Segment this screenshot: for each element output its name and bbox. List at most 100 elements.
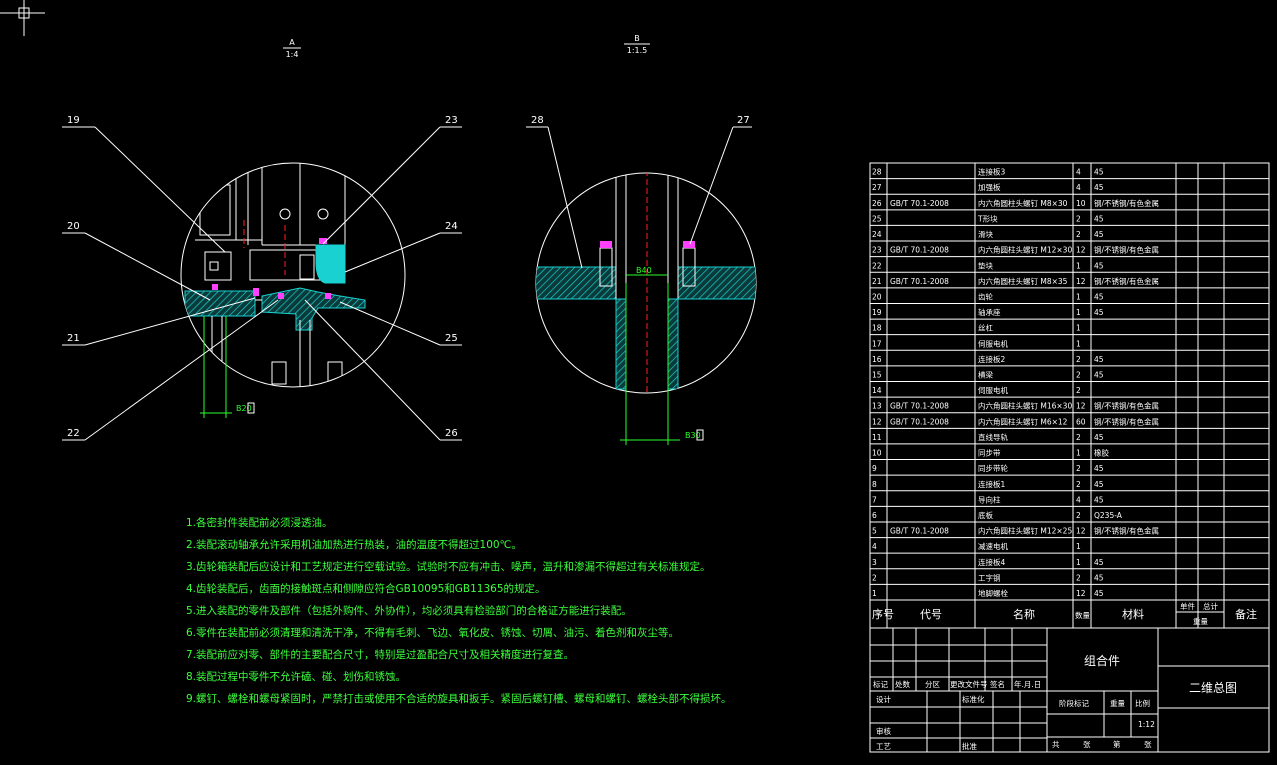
- svg-text:21: 21: [67, 333, 80, 344]
- bom-cell-no: 19: [872, 308, 882, 317]
- bom-cell-no: 11: [872, 433, 882, 442]
- svg-text:28: 28: [531, 115, 544, 126]
- svg-text:共: 共: [1052, 740, 1060, 749]
- bom-cell-name: 轴承座: [978, 307, 1001, 317]
- dimension-label-a: B20: [236, 404, 252, 413]
- bom-cell-qty: 2: [1076, 230, 1081, 239]
- svg-text:名称: 名称: [1013, 607, 1035, 621]
- bom-cell-mat: Q235-A: [1094, 511, 1123, 520]
- bom-cell-qty: 10: [1076, 199, 1086, 208]
- bom-cell-qty: 2: [1076, 371, 1081, 380]
- svg-text:阶段标记: 阶段标记: [1059, 698, 1089, 708]
- note-1: 1.各密封件装配前必须浸透油。: [186, 516, 333, 529]
- bom-cell-qty: 1: [1076, 308, 1081, 317]
- detail-view-b: B40 B30: [535, 172, 757, 445]
- bom-cell-mat: 钢/不锈钢/有色金属: [1094, 416, 1159, 426]
- bom-cell-qty: 12: [1076, 277, 1086, 286]
- bom-cell-qty: 1: [1076, 558, 1081, 567]
- bom-cell-qty: 1: [1076, 261, 1081, 270]
- bom-cell-code: GB/T 70.1-2008: [890, 246, 949, 255]
- bom-cell-no: 3: [872, 558, 877, 567]
- bom-cell-no: 23: [872, 246, 882, 255]
- bom-cell-name: 内六角圆柱头螺钉 M8×35: [978, 276, 1068, 286]
- bom-cell-name: 导向柱: [978, 494, 1001, 504]
- bom-cell-qty: 1: [1076, 324, 1081, 333]
- bom-cell-no: 4: [872, 542, 877, 551]
- bom-cell-no: 10: [872, 449, 882, 458]
- balloons-view-a: 19 20 21 22 23 24 25 26: [62, 115, 462, 441]
- bom-cell-no: 15: [872, 371, 882, 380]
- bom-cell-qty: 2: [1076, 573, 1081, 582]
- bom-cell-no: 6: [872, 511, 877, 520]
- svg-text:总计: 总计: [1203, 601, 1219, 611]
- bom-cell-mat: 钢/不锈钢/有色金属: [1094, 526, 1159, 536]
- bom-cell-qty: 1: [1076, 542, 1081, 551]
- note-4: 4.齿轮装配后，齿面的接触斑点和侧隙应符合GB10095和GB11365的规定。: [186, 582, 546, 595]
- bom-cell-no: 22: [872, 261, 882, 270]
- bom-cell-mat: 钢/不锈钢/有色金属: [1094, 198, 1159, 208]
- bom-cell-code: GB/T 70.1-2008: [890, 417, 949, 426]
- bom-cell-mat: 45: [1094, 480, 1104, 489]
- dimension-label-b2: B30: [685, 431, 701, 440]
- svg-text:序号: 序号: [872, 607, 894, 621]
- bom-cell-mat: 钢/不锈钢/有色金属: [1094, 276, 1159, 286]
- bom-cell-name: 同步带轮: [978, 463, 1008, 473]
- note-6: 6.零件在装配前必须清理和清洗干净，不得有毛刺、飞边、氧化皮、锈蚀、切屑、油污、…: [186, 626, 679, 639]
- note-3: 3.齿轮箱装配后应设计和工艺规定进行空载试验。试验时不应有冲击、噪声，温升和渗漏…: [186, 560, 711, 573]
- technical-notes: 1.各密封件装配前必须浸透油。 2.装配滚动轴承允许采用机油加热进行热装，油的温…: [186, 516, 732, 705]
- drawing-name: 二维总图: [1189, 681, 1237, 695]
- bom-cell-no: 8: [872, 480, 877, 489]
- title-block: 标记 处数 分区 更改文件号 签名 年.月.日 设计 标准化 审核 工艺 批准 …: [869, 627, 1270, 753]
- bom-cell-mat: 45: [1094, 355, 1104, 364]
- svg-text:签名: 签名: [990, 679, 1005, 689]
- svg-text:更改文件号: 更改文件号: [950, 679, 988, 689]
- bom-cell-no: 17: [872, 339, 882, 348]
- bom-cell-mat: 45: [1094, 589, 1104, 598]
- bom-cell-name: 底板: [978, 510, 993, 520]
- bom-cell-qty: 12: [1076, 246, 1086, 255]
- bom-cell-no: 9: [872, 464, 877, 473]
- svg-text:23: 23: [445, 115, 458, 126]
- svg-text:标准化: 标准化: [962, 694, 985, 704]
- bom-cell-name: 同步带: [978, 449, 1001, 458]
- svg-text:张: 张: [1083, 740, 1091, 749]
- bom-cell-no: 14: [872, 386, 882, 395]
- bom-row: 19 轴承座 1 45: [870, 307, 1269, 320]
- note-8: 8.装配过程中零件不允许磕、碰、划伤和锈蚀。: [186, 670, 406, 683]
- bom-row: 6 底板 2 Q235-A: [870, 510, 1269, 523]
- svg-text:1:12: 1:12: [1138, 720, 1155, 729]
- bom-cell-qty: 12: [1076, 589, 1086, 598]
- bom-cell-qty: 1: [1076, 449, 1081, 458]
- bom-cell-qty: 2: [1076, 511, 1081, 520]
- bom-cell-name: 减速电机: [978, 541, 1008, 551]
- view-b-label: B 1:1.5: [624, 34, 650, 55]
- svg-text:1:4: 1:4: [286, 50, 299, 59]
- bom-cell-qty: 4: [1076, 183, 1081, 192]
- bom-cell-name: 工字钢: [978, 572, 1001, 582]
- bom-cell-mat: 45: [1094, 495, 1104, 504]
- bom-cell-qty: 1: [1076, 339, 1081, 348]
- note-2: 2.装配滚动轴承允许采用机油加热进行热装，油的温度不得超过100℃。: [186, 538, 522, 551]
- crosshair-cursor-icon: [0, 0, 45, 36]
- svg-text:张: 张: [1144, 740, 1152, 749]
- bom-cell-qty: 2: [1076, 433, 1081, 442]
- svg-text:标记: 标记: [873, 679, 888, 689]
- note-7: 7.装配前应对零、部件的主要配合尺寸，特别是过盈配合尺寸及相关精度进行复查。: [186, 648, 574, 661]
- svg-text:A: A: [289, 38, 295, 47]
- bom-cell-code: GB/T 70.1-2008: [890, 277, 949, 286]
- bom-cell-name: 连接板4: [978, 557, 1005, 567]
- bom-cell-mat: 45: [1094, 308, 1104, 317]
- svg-text:数量: 数量: [1075, 610, 1091, 620]
